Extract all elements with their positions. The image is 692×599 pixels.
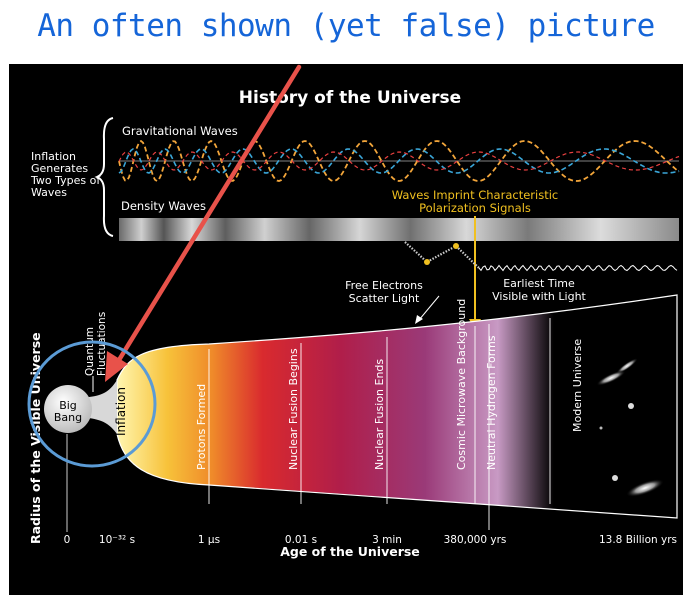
electron-dot-1 [424,259,430,265]
gravitational-wave-blue [118,148,680,174]
density-waves-band [119,218,679,241]
brace [94,117,114,237]
big-bang-label-2: Bang [54,411,82,424]
scatter-pointer-head [415,315,423,324]
gravitational-waves-label: Gravitational Waves [122,124,238,138]
quantum-neck [81,380,117,434]
annotation-arrowhead [105,351,128,382]
inflation-note: Inflation Generates Two Types of Waves [30,150,101,199]
era-tick-label: 10⁻³² s [99,534,135,546]
galaxy-5 [626,479,664,497]
earliest-time-line-2: Visible with Light [492,290,586,303]
photon-wave [478,264,678,272]
universe-cone [116,294,678,519]
era-tick-label: 3 min [372,534,402,546]
inflation-note-line-2: Generates [31,162,88,175]
era-tick-label: 1 µs [198,534,220,546]
era-label: Modern Universe [571,339,584,432]
inflation-note-line-3: Two Types of [30,174,101,187]
galaxy-1 [616,358,638,374]
era-label: Nuclear Fusion Ends [373,359,386,470]
galaxy-4 [599,426,603,430]
polarization-note: Waves Imprint Characteristic Polarizatio… [392,188,558,215]
quantum-fluctuations-line-1: Quantum [84,327,96,376]
free-electrons-line-1: Free Electrons [345,279,423,292]
era-label: Neutral Hydrogen Forms [485,335,498,470]
era-label: Cosmic Microwave Background [455,299,468,470]
inflation-note-line-4: Waves [31,186,67,199]
era-tick-label: 0.01 s [285,534,317,546]
galaxy-2 [596,370,626,386]
annotation-arrow [116,64,302,363]
inflation-note-line-1: Inflation [31,150,76,163]
scatter-pointer [418,295,440,321]
gravitational-wave-orange [118,139,680,183]
diagram-title: History of the Universe [239,88,461,108]
origin-tick-label: 0 [64,534,71,546]
polarization-note-line-1: Waves Imprint Characteristic [392,188,558,202]
earliest-time-line-1: Earliest Time [503,277,575,290]
era-tick-label: 380,000 yrs [444,534,507,546]
electron-dot-2 [453,243,459,249]
density-waves-label: Density Waves [121,199,206,213]
free-electrons-line-2: Scatter Light [349,292,420,305]
galaxy-3 [628,403,634,409]
gravitational-wave-red [118,151,680,171]
big-bang-label-1: Big [59,399,77,412]
era-label: Protons Formed [195,384,208,470]
x-axis-label: Age of the Universe [280,544,420,559]
photon-path [404,241,678,272]
galaxies [596,358,664,497]
highlight-circle [27,340,157,468]
slide-title: An often shown (yet false) picture [37,8,655,44]
polarization-note-line-2: Polarization Signals [419,201,531,215]
big-bang-bulb [44,385,92,433]
galaxy-6 [612,475,618,481]
era-tick-label: 13.8 Billion yrs [599,534,677,546]
history-of-universe-diagram: History of the Universe Inflation Genera… [9,64,683,595]
era-label: Nuclear Fusion Begins [287,348,300,470]
era-label: Inflation [114,387,128,436]
